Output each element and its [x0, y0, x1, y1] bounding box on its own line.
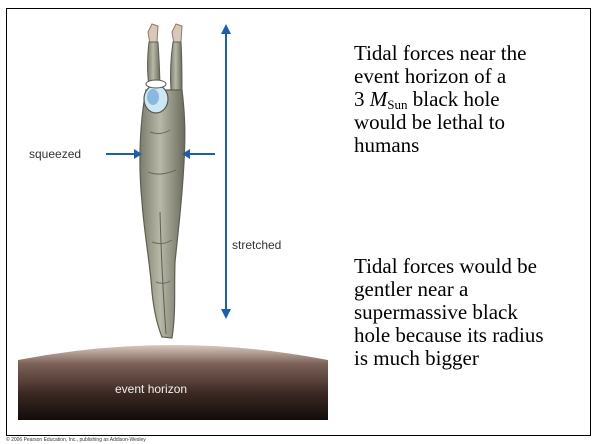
mass-number: 3 — [354, 87, 365, 111]
text-line: event horizon of a — [354, 65, 526, 88]
squeezed-label: squeezed — [29, 147, 81, 161]
mass-rest: black hole — [413, 87, 500, 111]
event-horizon-label: event horizon — [115, 382, 187, 396]
copyright-credit: © 2006 Pearson Education, Inc., publishi… — [6, 437, 146, 443]
mass-symbol: M — [370, 87, 388, 111]
stretched-astronaut — [140, 24, 185, 338]
text-line: hole because its radius — [354, 324, 544, 347]
text-line: humans — [354, 134, 526, 157]
text-block-lethal: Tidal forces near the event horizon of a… — [354, 42, 526, 157]
text-line: gentler near a — [354, 278, 544, 301]
stretched-label: stretched — [232, 238, 281, 252]
text-line: would be lethal to — [354, 111, 526, 134]
text-line: is much bigger — [354, 347, 544, 370]
stretched-arrow — [221, 24, 231, 319]
text-block-gentler: Tidal forces would be gentler near a sup… — [354, 255, 544, 370]
text-line: supermassive black — [354, 301, 544, 324]
text-line-mass: 3 MSun black hole — [354, 88, 526, 111]
text-line: Tidal forces would be — [354, 255, 544, 278]
text-line: Tidal forces near the — [354, 42, 526, 65]
tidal-illustration — [10, 12, 330, 440]
